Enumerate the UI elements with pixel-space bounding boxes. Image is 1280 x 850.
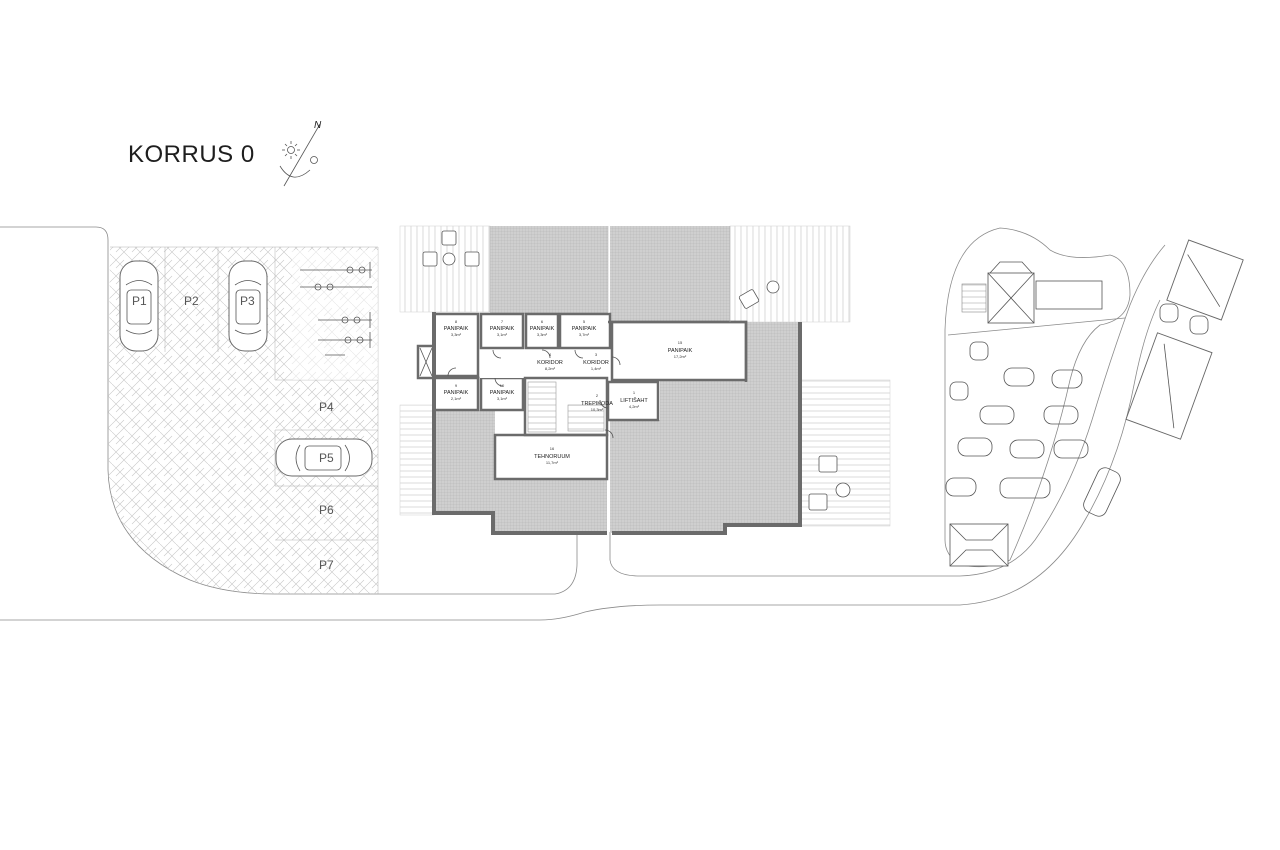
svg-text:TREPIKODA: TREPIKODA	[581, 401, 613, 407]
svg-text:LIFTIŠAHT: LIFTIŠAHT	[620, 397, 648, 404]
car-icon	[119, 260, 159, 352]
svg-text:15: 15	[678, 340, 683, 345]
room-label-7: 7 PANIPAIK 3,1m²	[490, 319, 515, 337]
room-label-4: 4 KORIDOR 8,2m²	[537, 352, 563, 371]
svg-text:3,1m²: 3,1m²	[497, 396, 508, 401]
svg-text:1,4m²: 1,4m²	[591, 366, 602, 371]
parking-label-p5: P5	[319, 451, 334, 465]
svg-text:4,2m²: 4,2m²	[629, 404, 640, 409]
svg-text:3: 3	[595, 352, 598, 357]
room-label-2: 2 TREPIKODA 10,3m²	[581, 393, 613, 412]
svg-text:8,2m²: 8,2m²	[545, 366, 556, 371]
svg-text:1: 1	[633, 390, 636, 395]
room-label-8: 8 PANIPAIK 3,3m²	[444, 319, 469, 337]
parking-label-p3: P3	[240, 294, 255, 308]
svg-text:PANIPAIK: PANIPAIK	[490, 326, 515, 332]
svg-text:9: 9	[455, 383, 458, 388]
svg-text:3,3m²: 3,3m²	[451, 332, 462, 337]
building: 8 PANIPAIK 3,3m² 7 PANIPAIK 3,1m² 6 PANI…	[416, 226, 802, 535]
garden-area	[944, 227, 1244, 568]
svg-text:KORIDOR: KORIDOR	[537, 360, 563, 366]
parking-label-p6: P6	[319, 503, 334, 517]
svg-text:10,3m²: 10,3m²	[591, 407, 604, 412]
svg-text:KORIDOR: KORIDOR	[583, 360, 609, 366]
parking-label-p1: P1	[132, 294, 147, 308]
room-label-10: 10 PANIPAIK 3,1m²	[490, 383, 515, 401]
svg-text:2: 2	[596, 393, 599, 398]
room-label-9: 9 PANIPAIK 2,1m²	[444, 383, 469, 401]
room-label-5: 5 PANIPAIK 3,7m²	[572, 319, 597, 337]
room-label-3: 3 KORIDOR 1,4m²	[583, 352, 609, 371]
svg-text:8: 8	[455, 319, 458, 324]
room-label-6: 6 PANIPAIK 3,3m²	[530, 319, 555, 337]
svg-text:2,1m²: 2,1m²	[451, 396, 462, 401]
parking-area: P1 P2 P3 P4 P5 P6 P7	[108, 246, 379, 594]
car-icon	[275, 438, 373, 477]
parking-label-p2: P2	[184, 294, 199, 308]
svg-text:PANIPAIK: PANIPAIK	[444, 326, 469, 332]
room-label-15: 15 PANIPAIK 17,2m²	[668, 340, 693, 359]
page-title: KORRUS 0	[128, 141, 255, 168]
svg-text:TEHNORUUM: TEHNORUUM	[534, 454, 570, 460]
svg-text:17,2m²: 17,2m²	[674, 354, 687, 359]
svg-text:11,7m²: 11,7m²	[546, 460, 559, 465]
north-label: N	[314, 120, 322, 131]
svg-text:3,3m²: 3,3m²	[537, 332, 548, 337]
compass-sun-icon: N	[279, 120, 322, 187]
room-label-16: 16 TEHNORUUM 11,7m²	[534, 446, 570, 465]
parking-label-p4: P4	[319, 400, 334, 414]
svg-text:7: 7	[501, 319, 504, 324]
terraces	[399, 225, 891, 527]
svg-text:PANIPAIK: PANIPAIK	[490, 390, 515, 396]
car-icon	[228, 260, 268, 352]
svg-text:16: 16	[550, 446, 555, 451]
svg-text:PANIPAIK: PANIPAIK	[530, 326, 555, 332]
svg-text:5: 5	[583, 319, 586, 324]
svg-text:6: 6	[541, 319, 544, 324]
parking-label-p7: P7	[319, 558, 334, 572]
svg-text:10: 10	[500, 383, 505, 388]
svg-text:3,7m²: 3,7m²	[579, 332, 590, 337]
svg-text:4: 4	[549, 352, 552, 357]
svg-text:PANIPAIK: PANIPAIK	[444, 390, 469, 396]
svg-text:PANIPAIK: PANIPAIK	[572, 326, 597, 332]
room-label-1: 1 LIFTIŠAHT 4,2m²	[620, 390, 648, 409]
svg-text:PANIPAIK: PANIPAIK	[668, 348, 693, 354]
svg-text:3,1m²: 3,1m²	[497, 332, 508, 337]
